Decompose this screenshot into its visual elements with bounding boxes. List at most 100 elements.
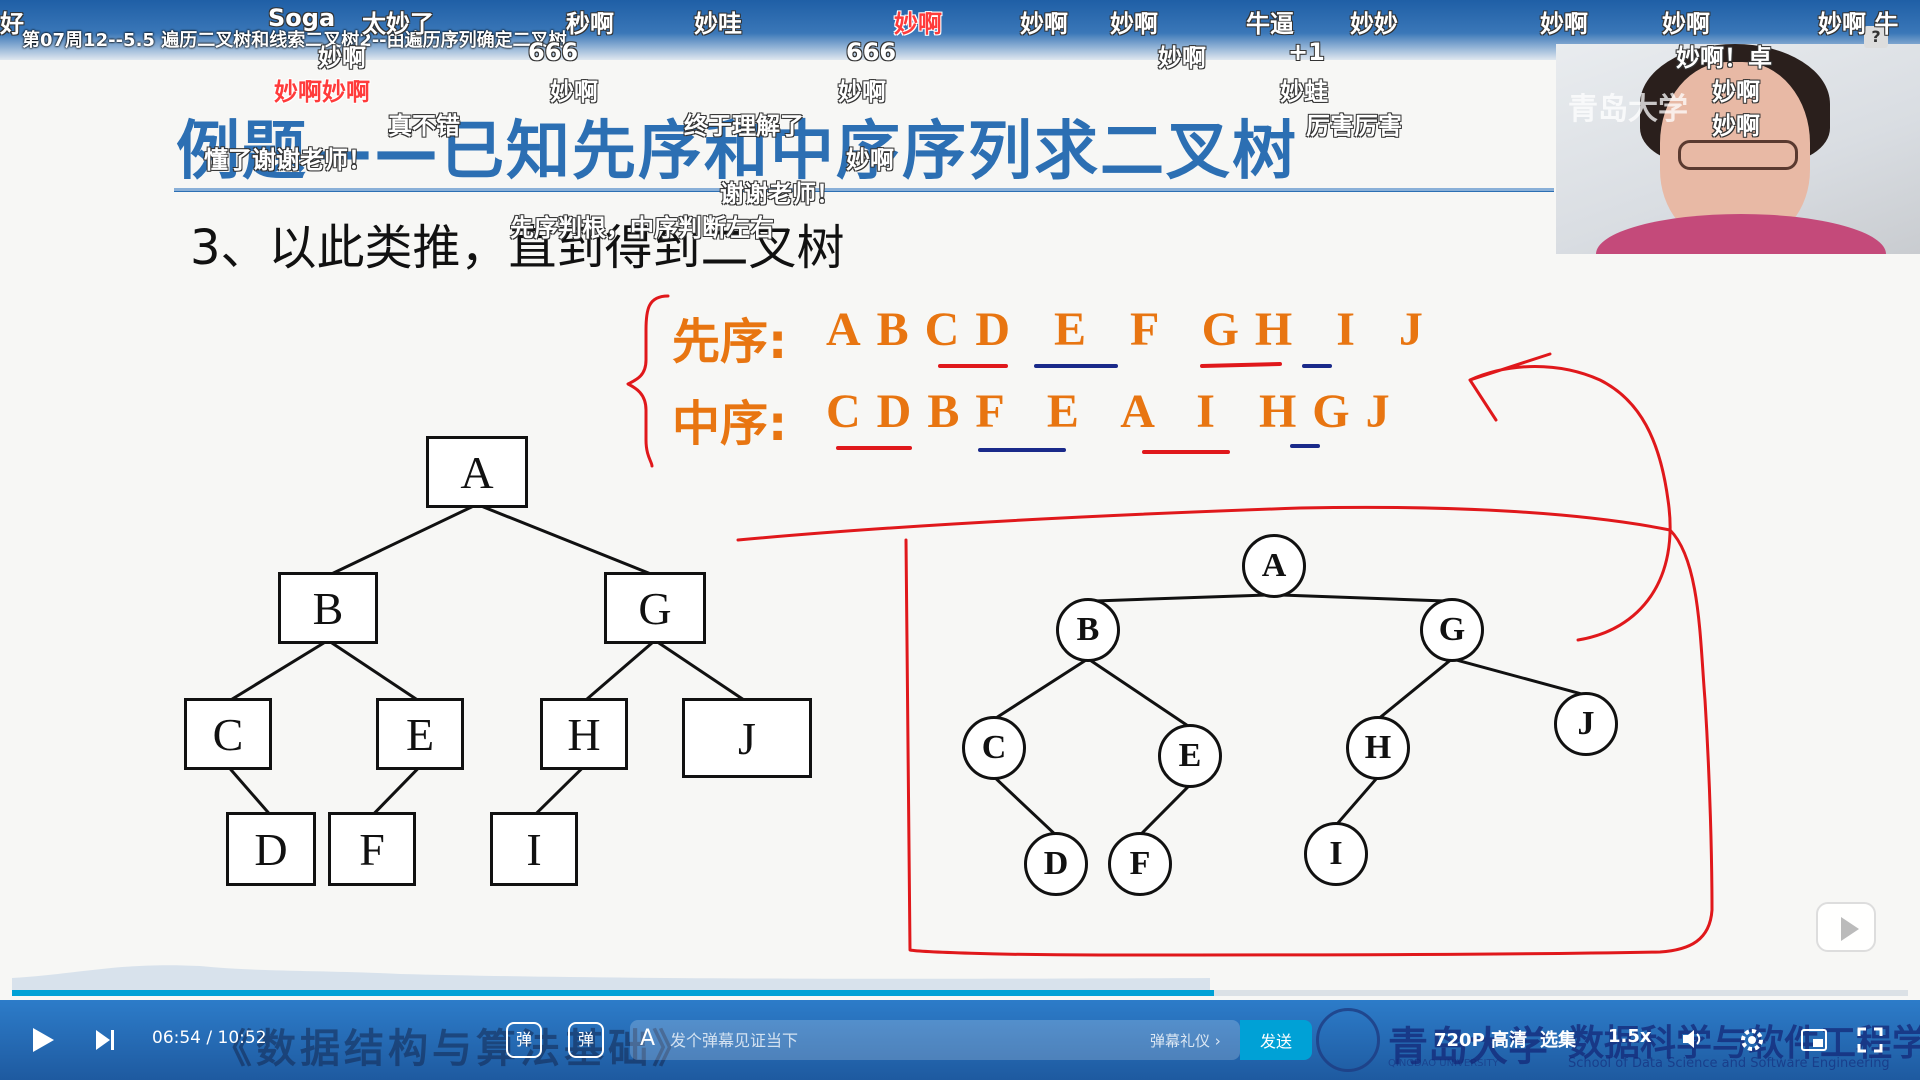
- fullscreen-icon[interactable]: [1856, 1026, 1884, 1054]
- danmaku-item: 妙啊: [838, 78, 886, 106]
- danmaku-item: 妙啊: [1712, 78, 1760, 106]
- webcam-face: [1660, 62, 1810, 242]
- tree-edge-c-d: [992, 775, 1058, 837]
- tree-edge-g-h: [583, 639, 656, 703]
- send-danmaku-button[interactable]: 发送: [1240, 1020, 1312, 1060]
- circle-node-a: A: [1242, 534, 1306, 598]
- danmaku-etiquette-link[interactable]: 弹幕礼仪 ›: [1150, 1032, 1221, 1050]
- tree-edge-b-c: [993, 657, 1089, 721]
- brace-annotation: [626, 294, 670, 468]
- box-node-a: A: [426, 436, 528, 508]
- slide-subtitle: 3、以此类推，直到得到二叉树: [190, 220, 845, 276]
- preorder-sequence: ABCD E F GH I J: [826, 303, 1439, 356]
- time-separator: /: [206, 1028, 213, 1048]
- university-logo: [1316, 1008, 1380, 1072]
- time-display: 06:54 / 10:52: [152, 1028, 267, 1048]
- webcam-glasses: [1678, 140, 1798, 170]
- danmaku-item: 好: [0, 10, 24, 38]
- tree-edge-a-b: [1087, 593, 1275, 603]
- danmaku-item: 妙啊: [846, 146, 894, 174]
- tree-edge-h-i: [532, 765, 586, 817]
- circle-node-c: C: [962, 716, 1026, 780]
- box-node-h: H: [540, 698, 628, 770]
- tree-edge-a-g: [476, 503, 656, 577]
- circle-node-j: J: [1554, 692, 1618, 756]
- hand-annotations: [626, 294, 1714, 957]
- picture-in-picture-icon[interactable]: [1800, 1028, 1828, 1052]
- tree-edge-b-c: [227, 639, 329, 703]
- webcam-body: [1596, 214, 1886, 254]
- webcam-watermark: 青岛大学: [1568, 92, 1688, 127]
- episodes-button[interactable]: 选集: [1540, 1030, 1576, 1051]
- danmaku-item: 妙啊: [1110, 10, 1158, 38]
- tree-edge-e-f: [1138, 783, 1192, 837]
- box-node-c: C: [184, 698, 272, 770]
- video-title-bar: 第07周12--5.5 遍历二叉树和线索二叉树2--由遍历序列确定二叉树: [0, 0, 1920, 60]
- danmaku-style-icon[interactable]: A: [640, 1026, 656, 1051]
- box-node-b: B: [278, 572, 378, 644]
- help-icon[interactable]: ?: [1864, 26, 1888, 48]
- next-icon[interactable]: [94, 1028, 116, 1052]
- tree-edge-e-f: [370, 765, 422, 817]
- progress-bar[interactable]: [12, 990, 1908, 996]
- tree-edge-b-e: [1087, 657, 1191, 729]
- danmaku-settings-button[interactable]: 弹: [568, 1022, 604, 1058]
- video-frame[interactable]: 第07周12--5.5 遍历二叉树和线索二叉树2--由遍历序列确定二叉树 例题—…: [0, 0, 1920, 1000]
- video-title: 第07周12--5.5 遍历二叉树和线索二叉树2--由遍历序列确定二叉树: [22, 30, 567, 51]
- circle-node-b: B: [1056, 598, 1120, 662]
- danmaku-item: 牛逼: [1246, 10, 1294, 38]
- floating-play-button[interactable]: [1816, 902, 1876, 952]
- box-node-f: F: [328, 812, 416, 886]
- box-node-e: E: [376, 698, 464, 770]
- preorder-label: 先序:: [672, 314, 788, 370]
- circle-node-e: E: [1158, 724, 1222, 788]
- duration: 10:52: [217, 1028, 267, 1048]
- return-arrow: [1468, 352, 1672, 642]
- box-node-i: I: [490, 812, 578, 886]
- university-name: 青岛大学: [1388, 1023, 1548, 1070]
- settings-gear-icon[interactable]: [1738, 1026, 1766, 1054]
- danmaku-item: 先序判根，中序判断左右: [510, 214, 774, 242]
- danmaku-item: 666: [846, 38, 897, 66]
- danmaku-item: 终于理解了: [684, 112, 804, 140]
- circle-node-h: H: [1346, 716, 1410, 780]
- box-tree-edges: [226, 503, 748, 817]
- annotation-layer: [12, 294, 1714, 992]
- speed-button[interactable]: 1.5x: [1608, 1026, 1652, 1047]
- danmaku-item: 妙啊: [1020, 10, 1068, 38]
- progress-fill: [12, 990, 1215, 996]
- box-node-g: G: [604, 572, 706, 644]
- danmaku-item: 懂了谢谢老师！: [204, 146, 372, 174]
- box-node-d: D: [226, 812, 316, 886]
- danmaku-item: 666: [528, 38, 579, 66]
- quality-button[interactable]: 720P 高清: [1434, 1030, 1528, 1051]
- university-name-en: QINGDAO UNIVERSITY: [1388, 1058, 1499, 1069]
- danmaku-item: 秒啊: [566, 10, 614, 38]
- tree-edge-b-e: [327, 639, 421, 703]
- circle-node-g: G: [1420, 598, 1484, 662]
- danmaku-item: 真不错: [388, 112, 460, 140]
- tree-edge-g-h: [1377, 657, 1453, 721]
- current-time: 06:54: [152, 1028, 201, 1048]
- danmaku-item: 妙啊: [550, 78, 598, 106]
- danmaku-item: 妙啊 牛: [1818, 10, 1899, 38]
- danmaku-item: 妙蛙: [1280, 78, 1328, 106]
- instructor-webcam: 青岛大学: [1556, 44, 1920, 254]
- inorder-sequence: CDBF E A I HGJ: [826, 385, 1406, 438]
- danmaku-item: +1: [1288, 38, 1325, 66]
- danmaku-item: 妙啊: [1662, 10, 1710, 38]
- danmaku-item: 妙啊: [894, 10, 942, 38]
- danmaku-toggle-button[interactable]: 弹: [506, 1022, 542, 1058]
- tree-edge-h-i: [1334, 775, 1380, 827]
- tree-edge-a-b: [327, 503, 478, 577]
- play-icon[interactable]: [30, 1026, 56, 1054]
- danmaku-item: 妙啊妙啊: [274, 78, 370, 106]
- title-divider: [174, 188, 1554, 192]
- danmaku-item: 妙哇: [694, 10, 742, 38]
- danmaku-item: 妙妙: [1350, 10, 1398, 38]
- box-node-j: J: [682, 698, 812, 778]
- volume-icon[interactable]: [1680, 1026, 1706, 1052]
- college-name-en: School of Data Science and Software Engi…: [1568, 1056, 1890, 1071]
- danmaku-input[interactable]: [670, 1026, 1070, 1054]
- circle-tree-edges: [992, 593, 1587, 837]
